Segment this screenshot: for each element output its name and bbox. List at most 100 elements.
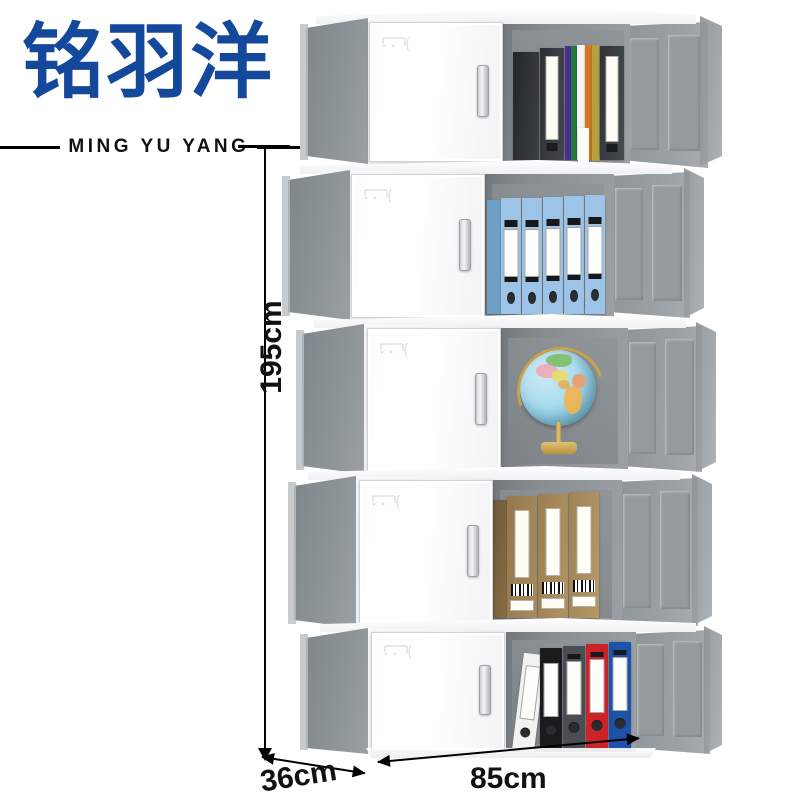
door-panel-inset [615, 188, 643, 300]
label-bar [546, 219, 560, 226]
label-bar [567, 654, 581, 659]
tier-4-door-handle[interactable] [467, 525, 479, 577]
label-strip [612, 657, 628, 711]
landmass [546, 354, 572, 367]
barcode [511, 584, 533, 596]
door-panel-inset [629, 38, 659, 150]
list-item [543, 197, 563, 314]
label-bar [504, 220, 518, 227]
label-strip [587, 226, 603, 274]
tier-1-left-door-edge [300, 24, 308, 160]
tier-1-open-right-door-outer [700, 16, 722, 166]
globe-stem [556, 422, 561, 444]
door-panel-inset [660, 491, 690, 609]
list-item [487, 200, 501, 314]
tier-2-door-handle[interactable] [459, 219, 471, 271]
list-item [564, 196, 584, 314]
label-bar [590, 652, 604, 657]
tier-2-left-door-edge [282, 176, 290, 316]
tier-1-open-left-door [306, 18, 368, 164]
list-item [522, 198, 542, 314]
brand-name-chinese: 铭羽洋 [22, 17, 275, 108]
tier-3-sliding-door[interactable] [367, 328, 501, 472]
finger-hole [570, 290, 578, 302]
tier-1-open-right-door [622, 22, 708, 168]
label-bar [606, 144, 618, 152]
tier-1-door-handle[interactable] [477, 65, 489, 117]
list-item [513, 52, 539, 160]
label-strip [572, 596, 596, 607]
width-dimension-label: 85cm [470, 762, 547, 795]
list-item [569, 492, 599, 618]
finger-hole [591, 289, 599, 301]
tier-5-open-left-door [306, 628, 368, 754]
height-dimension-line [264, 146, 266, 758]
globe-base [541, 442, 577, 454]
tier-5-base-plinth [366, 748, 656, 758]
door-panel-inset [673, 641, 702, 737]
globe-sphere [520, 350, 596, 426]
tier-5-sliding-door[interactable] [371, 632, 505, 752]
tier-2-sliding-door[interactable] [351, 174, 485, 318]
label-strip [589, 659, 605, 713]
door-panel-inset [637, 644, 664, 736]
label-strip [566, 227, 582, 275]
door-panel-inset [623, 494, 651, 608]
list-item [540, 648, 562, 750]
label-bar [567, 218, 581, 225]
list-item [501, 198, 521, 314]
label-bar [546, 143, 558, 151]
list-item [571, 46, 577, 160]
door-emboss-mark [372, 494, 400, 510]
globe [502, 332, 620, 458]
list-item [540, 48, 564, 160]
tier-3-open-left-door [302, 324, 364, 474]
tier-4-left-door-edge [288, 482, 296, 624]
list-item [586, 644, 608, 750]
tier-2-open-right-door-outer [684, 168, 704, 318]
label-bar [504, 277, 518, 282]
landmass [564, 386, 582, 414]
list-item [577, 45, 585, 160]
tier-3-door-handle[interactable] [475, 373, 487, 425]
landmass [558, 380, 570, 389]
label-strip [503, 229, 519, 277]
list-item [600, 46, 624, 160]
tier-1-sliding-door[interactable] [369, 22, 503, 162]
tier-4-open-right-door [616, 478, 698, 626]
barcode [573, 580, 595, 592]
label-strip [514, 510, 530, 578]
list-item [565, 46, 571, 160]
height-dimension-label: 195cm [255, 300, 288, 394]
label-strip [519, 665, 541, 721]
list-item [592, 45, 599, 161]
door-emboss-mark [364, 188, 392, 204]
door-emboss-mark [380, 342, 408, 358]
tier-2-open-right-door [608, 172, 690, 318]
label-bar [546, 276, 560, 281]
label-strip [605, 56, 619, 142]
tier-5-door-handle[interactable] [479, 665, 491, 715]
tier-4-sliding-door[interactable] [359, 480, 493, 626]
finger-hole [549, 291, 557, 303]
tier-3-open-right-door [622, 326, 702, 472]
label-strip [524, 229, 540, 277]
globe-meridian-ring [502, 332, 620, 450]
brand-rule-left [0, 145, 61, 149]
finger-hole [545, 724, 557, 735]
label-strip [566, 661, 582, 715]
finger-hole [591, 720, 603, 731]
finger-hole [519, 726, 531, 739]
tier-5-open-right-door-outer [704, 626, 722, 754]
landmass [552, 370, 568, 382]
label-bar [588, 217, 602, 224]
door-panel-inset [629, 342, 656, 454]
label-strip [545, 508, 561, 576]
finger-hole [614, 718, 626, 729]
door-panel-inset [668, 35, 700, 151]
label-bar [567, 275, 581, 280]
door-emboss-mark [384, 644, 412, 660]
list-item [538, 494, 568, 618]
tier-5-open-right-door [630, 630, 710, 754]
